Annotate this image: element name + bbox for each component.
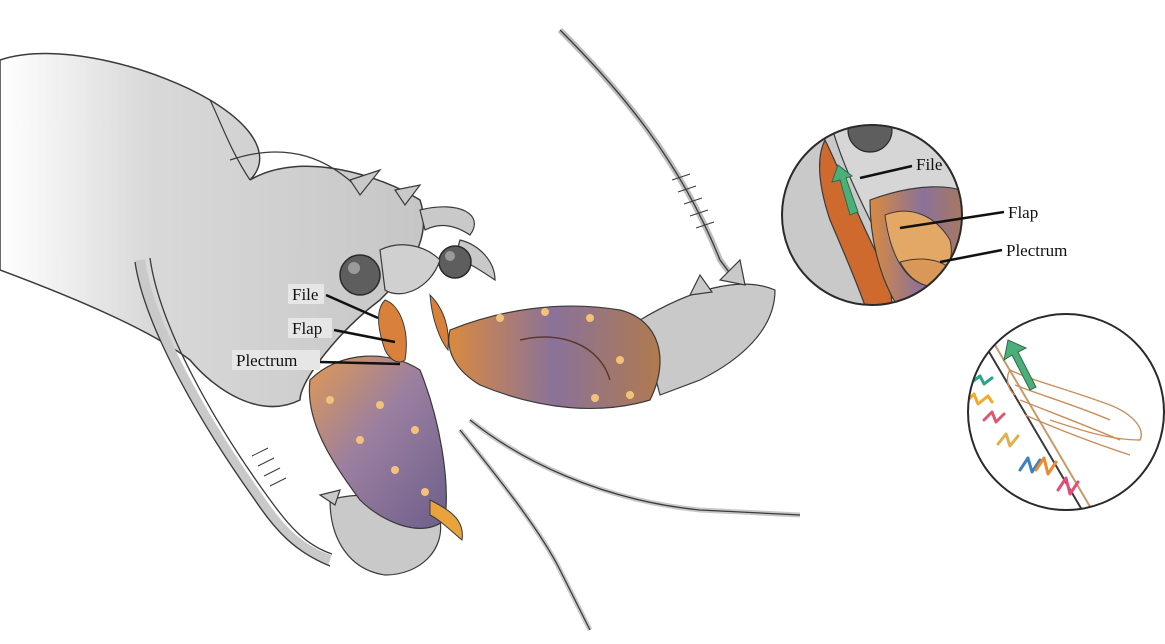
main-label-plectrum: Plectrum xyxy=(236,351,297,370)
main-label-file: File xyxy=(292,285,318,304)
right-antennal-segment xyxy=(449,306,660,408)
body-carapace xyxy=(0,54,424,407)
zoom-label-file: File xyxy=(916,155,942,174)
mechanism-inset xyxy=(966,314,1164,515)
main-file-structure xyxy=(379,295,449,362)
zoom-inset: File Flap Plectrum xyxy=(780,108,1067,320)
zoom-label-flap: Flap xyxy=(1008,203,1038,222)
zoom-label-plectrum: Plectrum xyxy=(1006,241,1067,260)
right-appendage-tip xyxy=(640,260,775,395)
main-label-flap: Flap xyxy=(292,319,322,338)
